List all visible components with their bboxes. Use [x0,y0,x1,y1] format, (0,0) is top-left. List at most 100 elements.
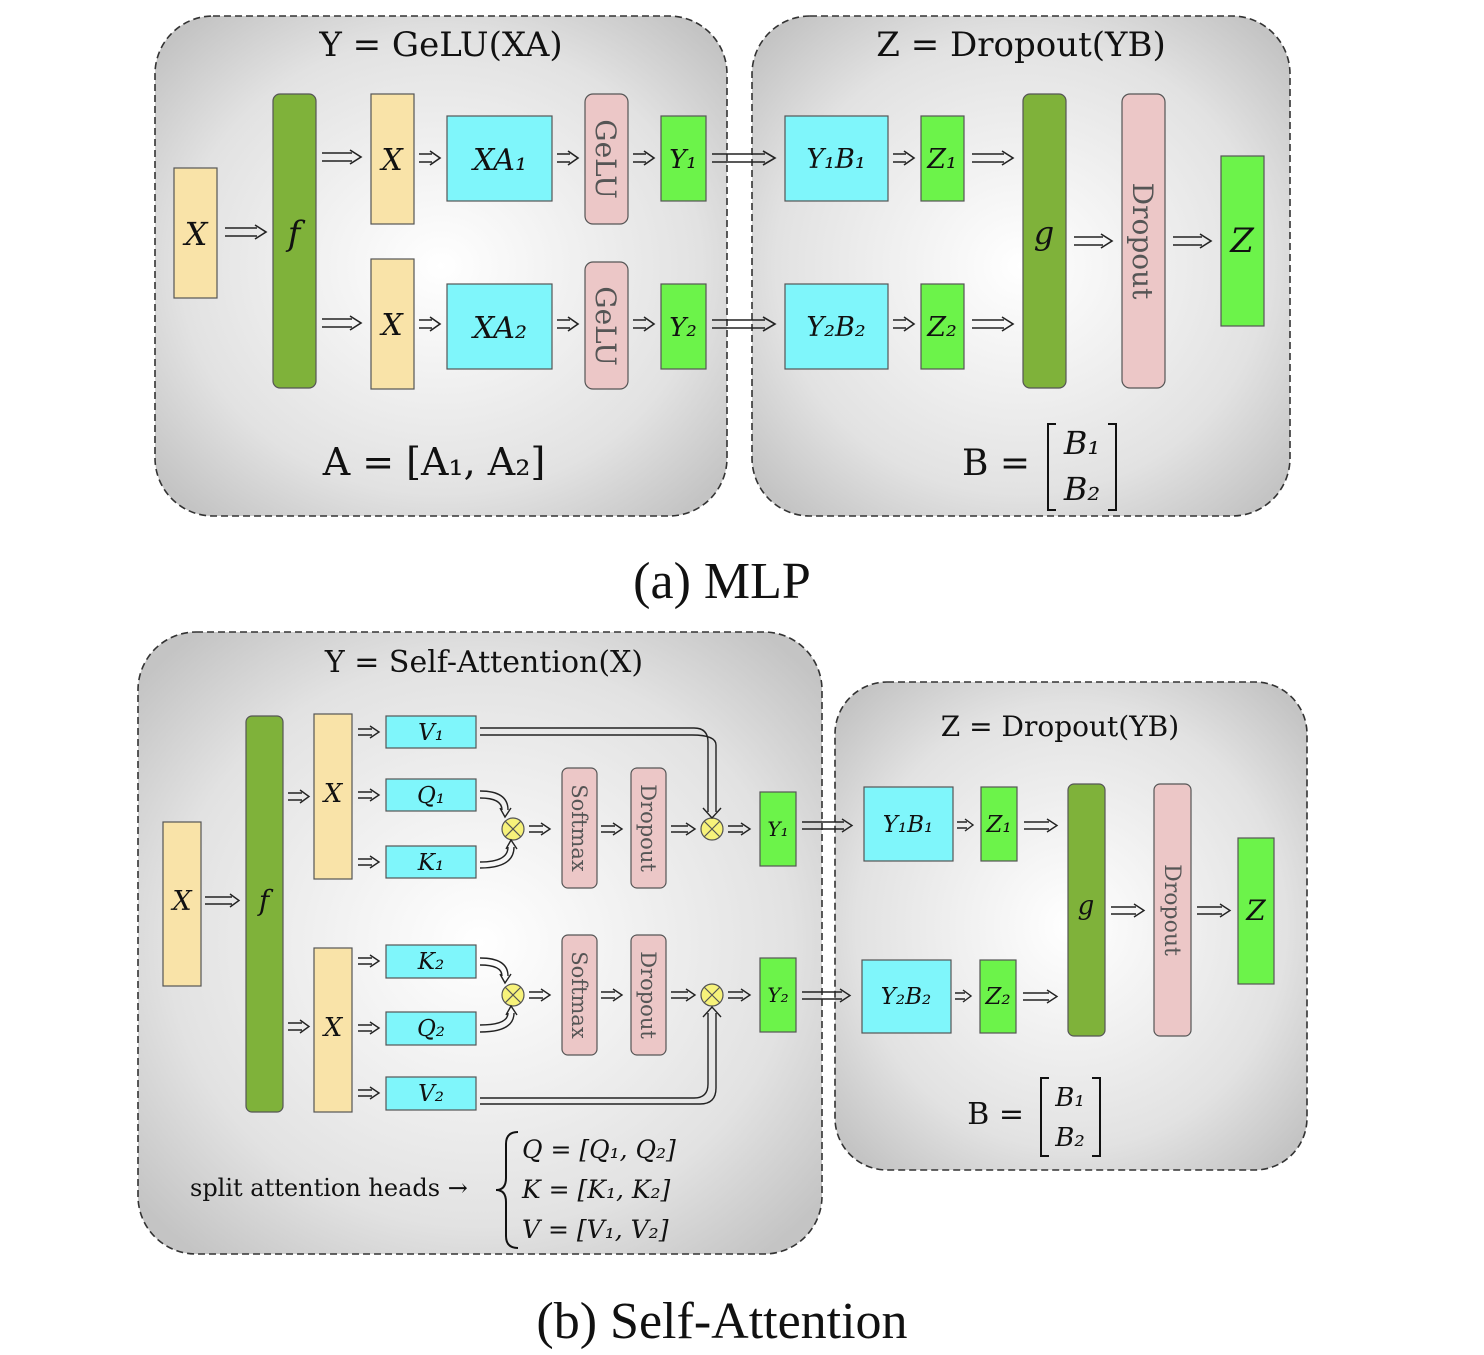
b-arrow-k1-to-matmul [479,838,518,869]
b-arrow-dropout1-to-matmul2 [671,822,697,836]
b-head1-matmul-cross [504,820,522,838]
b-merge-g-box [1067,783,1106,1037]
b-matrix-b2: B₂ [1054,1123,1085,1153]
a-matrix-b2: B₂ [1063,470,1100,508]
b-split-brace [495,1131,519,1249]
a-input-x-label: X [182,215,209,253]
b-matrix-b1: B₁ [1054,1083,1085,1113]
a-row2-gelu-label: GeLU [589,286,622,366]
b-input-x-box [162,821,202,987]
a-matrix-bracket-left [1047,423,1056,511]
a-row1-x-box [370,93,415,225]
b-split-v: V = [V₁, V₂] [522,1215,669,1244]
a-row2-x-box [370,258,415,390]
b-head1-q-box [385,778,477,812]
b-head1-y-box [759,791,797,867]
b-arrow-input-to-f [205,893,241,908]
b-head1-x-label: X [322,779,344,809]
b-head1-dropout-label: Dropout [636,784,660,872]
a-row1-yb-label: Y₁B₁ [806,144,865,175]
b-arrow-x2-to-v2 [358,1086,381,1100]
a-row2-xa-label: XA₂ [471,311,527,346]
b-head1-v-label: V₁ [418,720,444,746]
b-arrow-v1-to-matmul2 [480,727,722,820]
a-row1-gelu-label: GeLU [589,119,622,199]
b-arrow-z1-to-g [1024,818,1059,833]
b-head2-matmul2-cross [703,986,721,1004]
b-arrow-matmul1-to-softmax1 [529,822,552,836]
b-output-z-box [1237,837,1275,985]
b-matrix-bracket-right [1092,1077,1101,1157]
panel-b-left [137,631,823,1255]
b-right-footer-lhs: B = [967,1097,1024,1132]
a-arrow-f-to-x2 [322,315,363,331]
a-row2-x-label: X [379,308,404,343]
a-matrix-bracket-right [1108,423,1117,511]
b-arrow-v2-to-matmul2 [480,1005,722,1105]
b-head2-y-label: Y₂ [767,983,788,1007]
a-dropout-box [1121,93,1166,389]
b-head1-dropout-box [630,767,667,889]
b-row1-z-label: Z₁ [985,812,1011,838]
b-arrow-softmax1-to-dropout1 [601,822,624,836]
a-arrows [225,149,1213,332]
b-arrow-y2-to-y2b2 [802,988,852,1003]
a-right-footer-lhs: B = [962,443,1030,484]
a-arrow-y1-to-y1b1 [712,150,777,166]
b-arrow-z2-to-g [1023,989,1059,1004]
a-arrow-f-to-x1 [322,149,363,165]
b-head1-y-label: Y₁ [767,817,788,841]
a-merge-g-label: g [1034,214,1054,252]
a-split-f-box [272,93,317,389]
b-matrix-bracket-left [1040,1077,1049,1157]
a-row1-yb-box [784,115,889,202]
a-row2-gelu-box [584,261,629,390]
a-arrow-y2-to-y2b2 [712,316,777,332]
a-row2-z-box [920,283,965,370]
b-row2-z-label: Z₂ [984,984,1010,1010]
b-merge-g-label: g [1078,891,1095,921]
b-head1-matmul2-cross [703,820,721,838]
b-dropout-box [1153,783,1192,1037]
a-row1-y-label: Y₁ [669,145,697,175]
b-row1-yb-label: Y₁B₁ [883,812,934,838]
b-arrow-dropout-to-z [1197,903,1232,918]
b-head2-q-label: Q₂ [417,1016,445,1042]
b-head2-v-label: V₂ [418,1081,444,1107]
b-head2-softmax-box [561,934,598,1056]
b-head2-v-box [385,1076,477,1111]
a-input-x-box [173,167,218,299]
figure-b: Y = Self-Attention(X) Z = Dropout(YB) X … [137,631,1308,1350]
a-arrow-z1-to-g [972,150,1015,166]
a-row2-yb-box [784,283,889,370]
a-arrow-z2-to-g [972,316,1015,332]
b-dropout-label: Dropout [1159,864,1184,956]
b-row2-z-box [979,959,1017,1034]
b-head1-x-box [313,713,353,880]
b-arrow-y1b1-to-z1 [957,818,975,832]
b-head1-softmax-label: Softmax [567,784,591,872]
b-row1-yb-box [863,786,954,862]
b-arrow-matmul4-to-y2 [728,988,752,1002]
b-head2-k-box [385,944,477,979]
b-head2-k-label: K₂ [417,949,444,975]
a-row2-yb-label: Y₂B₂ [806,312,865,343]
b-split-k: K = [K₁, K₂] [521,1175,671,1204]
a-arrow-y2b2-to-z2 [893,316,916,332]
b-head1-k-label: K₁ [417,850,444,876]
a-output-z-label: Z [1229,221,1255,261]
a-arrow-xa1-to-gelu1 [557,150,580,166]
b-row2-yb-box [861,959,952,1034]
panel-a-right [751,15,1291,517]
a-row2-y-label: Y₂ [669,313,697,343]
a-row1-xa-label: XA₁ [471,143,527,178]
b-arrow-matmul2-to-y1 [728,822,752,836]
b-arrow-x1-to-k1 [358,855,381,869]
a-matrix-b1: B₁ [1063,424,1100,462]
b-head2-q-box [385,1011,477,1046]
b-head2-x-box [313,947,353,1113]
b-row2-yb-label: Y₂B₂ [881,984,932,1010]
a-row1-x-label: X [379,143,404,178]
